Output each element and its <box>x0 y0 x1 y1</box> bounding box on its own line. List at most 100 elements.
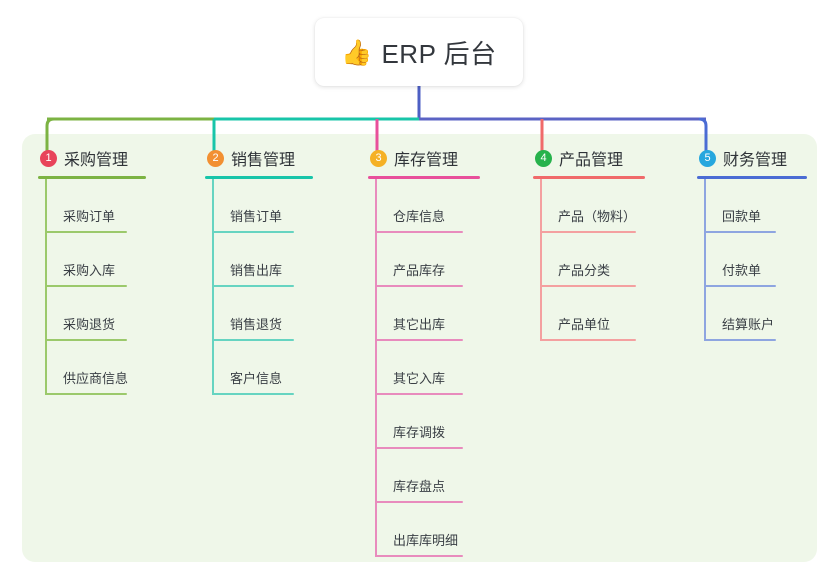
leaf-label: 采购订单 <box>63 209 116 224</box>
branch-number-badge: 2 <box>207 149 224 167</box>
leaf-node[interactable]: 产品库存 <box>368 233 518 287</box>
leaf-label: 库存调拨 <box>393 425 446 440</box>
leaf-underline <box>704 285 776 287</box>
branch-title: 采购管理 <box>64 152 129 169</box>
leaf-underline <box>375 339 463 341</box>
branch-underline <box>697 176 807 179</box>
branch-header[interactable]: 4 产品管理 <box>533 146 683 170</box>
leaf-label: 结算账户 <box>722 317 775 332</box>
leaf-underline <box>212 231 294 233</box>
leaf-underline <box>212 393 294 395</box>
branch-title: 销售管理 <box>231 152 296 169</box>
branch-column-2: 2 销售管理销售订单销售出库销售退货客户信息 <box>205 146 355 395</box>
leaf-label: 产品分类 <box>558 263 611 278</box>
leaf-underline <box>704 339 776 341</box>
leaf-underline <box>540 339 636 341</box>
leaf-node[interactable]: 销售退货 <box>205 287 355 341</box>
leaf-label: 出库库明细 <box>393 533 459 548</box>
leaf-node[interactable]: 采购入库 <box>38 233 188 287</box>
leaf-node[interactable]: 仓库信息 <box>368 179 518 233</box>
leaf-label: 仓库信息 <box>393 209 446 224</box>
leaf-label: 供应商信息 <box>63 371 129 386</box>
branch-underline <box>205 176 313 179</box>
leaf-node[interactable]: 产品单位 <box>533 287 683 341</box>
leaf-label: 产品库存 <box>393 263 446 278</box>
diagram-background-panel <box>22 134 817 562</box>
leaf-label: 销售订单 <box>230 209 283 224</box>
branch-underline <box>533 176 645 179</box>
leaf-underline <box>45 339 127 341</box>
branch-spine <box>704 179 706 341</box>
thumbs-up-icon: 👍 <box>341 37 373 67</box>
branch-column-5: 5 财务管理回款单付款单结算账户 <box>697 146 827 341</box>
leaf-node[interactable]: 供应商信息 <box>38 341 188 395</box>
leaf-node[interactable]: 销售订单 <box>205 179 355 233</box>
leaf-node[interactable]: 回款单 <box>697 179 827 233</box>
branch-header[interactable]: 1 采购管理 <box>38 146 188 170</box>
branch-header[interactable]: 2 销售管理 <box>205 146 355 170</box>
leaf-label: 产品单位 <box>558 317 611 332</box>
root-title: ERP 后台 <box>381 38 497 69</box>
leaf-underline <box>45 285 127 287</box>
leaf-node[interactable]: 付款单 <box>697 233 827 287</box>
branch-header[interactable]: 3 库存管理 <box>368 146 518 170</box>
leaf-node[interactable]: 产品（物料） <box>533 179 683 233</box>
branch-title: 财务管理 <box>723 152 788 169</box>
branch-children: 回款单付款单结算账户 <box>697 179 827 341</box>
leaf-node[interactable]: 产品分类 <box>533 233 683 287</box>
leaf-node[interactable]: 客户信息 <box>205 341 355 395</box>
branch-children: 销售订单销售出库销售退货客户信息 <box>205 179 355 395</box>
leaf-node[interactable]: 采购退货 <box>38 287 188 341</box>
branch-header[interactable]: 5 财务管理 <box>697 146 827 170</box>
leaf-node[interactable]: 销售出库 <box>205 233 355 287</box>
leaf-underline <box>45 393 127 395</box>
branch-column-1: 1 采购管理采购订单采购入库采购退货供应商信息 <box>38 146 188 395</box>
leaf-underline <box>375 231 463 233</box>
leaf-underline <box>540 231 636 233</box>
leaf-label: 采购入库 <box>63 263 116 278</box>
leaf-label: 库存盘点 <box>393 479 446 494</box>
branch-spine <box>540 179 542 341</box>
branch-spine <box>375 179 377 557</box>
leaf-label: 回款单 <box>722 209 762 224</box>
branch-number-badge: 5 <box>699 149 716 167</box>
leaf-node[interactable]: 库存调拨 <box>368 395 518 449</box>
leaf-label: 其它入库 <box>393 371 446 386</box>
leaf-underline <box>375 501 463 503</box>
leaf-label: 销售退货 <box>230 317 283 332</box>
branch-number-badge: 4 <box>535 149 552 167</box>
leaf-label: 产品（物料） <box>558 209 637 224</box>
branch-underline <box>38 176 146 179</box>
branch-spine <box>212 179 214 395</box>
leaf-underline <box>704 231 776 233</box>
branch-spine <box>45 179 47 395</box>
branch-children: 产品（物料） 产品分类产品单位 <box>533 179 683 341</box>
leaf-underline <box>212 339 294 341</box>
branch-title: 库存管理 <box>394 152 459 169</box>
leaf-underline <box>375 555 463 557</box>
leaf-node[interactable]: 结算账户 <box>697 287 827 341</box>
leaf-label: 客户信息 <box>230 371 283 386</box>
leaf-underline <box>540 285 636 287</box>
branch-number-badge: 1 <box>40 149 57 167</box>
leaf-node[interactable]: 采购订单 <box>38 179 188 233</box>
branch-children: 仓库信息产品库存其它出库其它入库库存调拨库存盘点出库库明细 <box>368 179 518 557</box>
branch-title: 产品管理 <box>559 152 624 169</box>
branch-column-3: 3 库存管理仓库信息产品库存其它出库其它入库库存调拨库存盘点出库库明细 <box>368 146 518 557</box>
leaf-node[interactable]: 出库库明细 <box>368 503 518 557</box>
leaf-node[interactable]: 库存盘点 <box>368 449 518 503</box>
leaf-underline <box>212 285 294 287</box>
leaf-label: 其它出库 <box>393 317 446 332</box>
root-node-card[interactable]: 👍 ERP 后台 <box>315 18 523 86</box>
leaf-label: 采购退货 <box>63 317 116 332</box>
leaf-underline <box>375 447 463 449</box>
leaf-label: 销售出库 <box>230 263 283 278</box>
branch-underline <box>368 176 480 179</box>
branch-number-badge: 3 <box>370 149 387 167</box>
leaf-underline <box>375 285 463 287</box>
leaf-node[interactable]: 其它出库 <box>368 287 518 341</box>
leaf-underline <box>375 393 463 395</box>
leaf-label: 付款单 <box>722 263 762 278</box>
leaf-node[interactable]: 其它入库 <box>368 341 518 395</box>
